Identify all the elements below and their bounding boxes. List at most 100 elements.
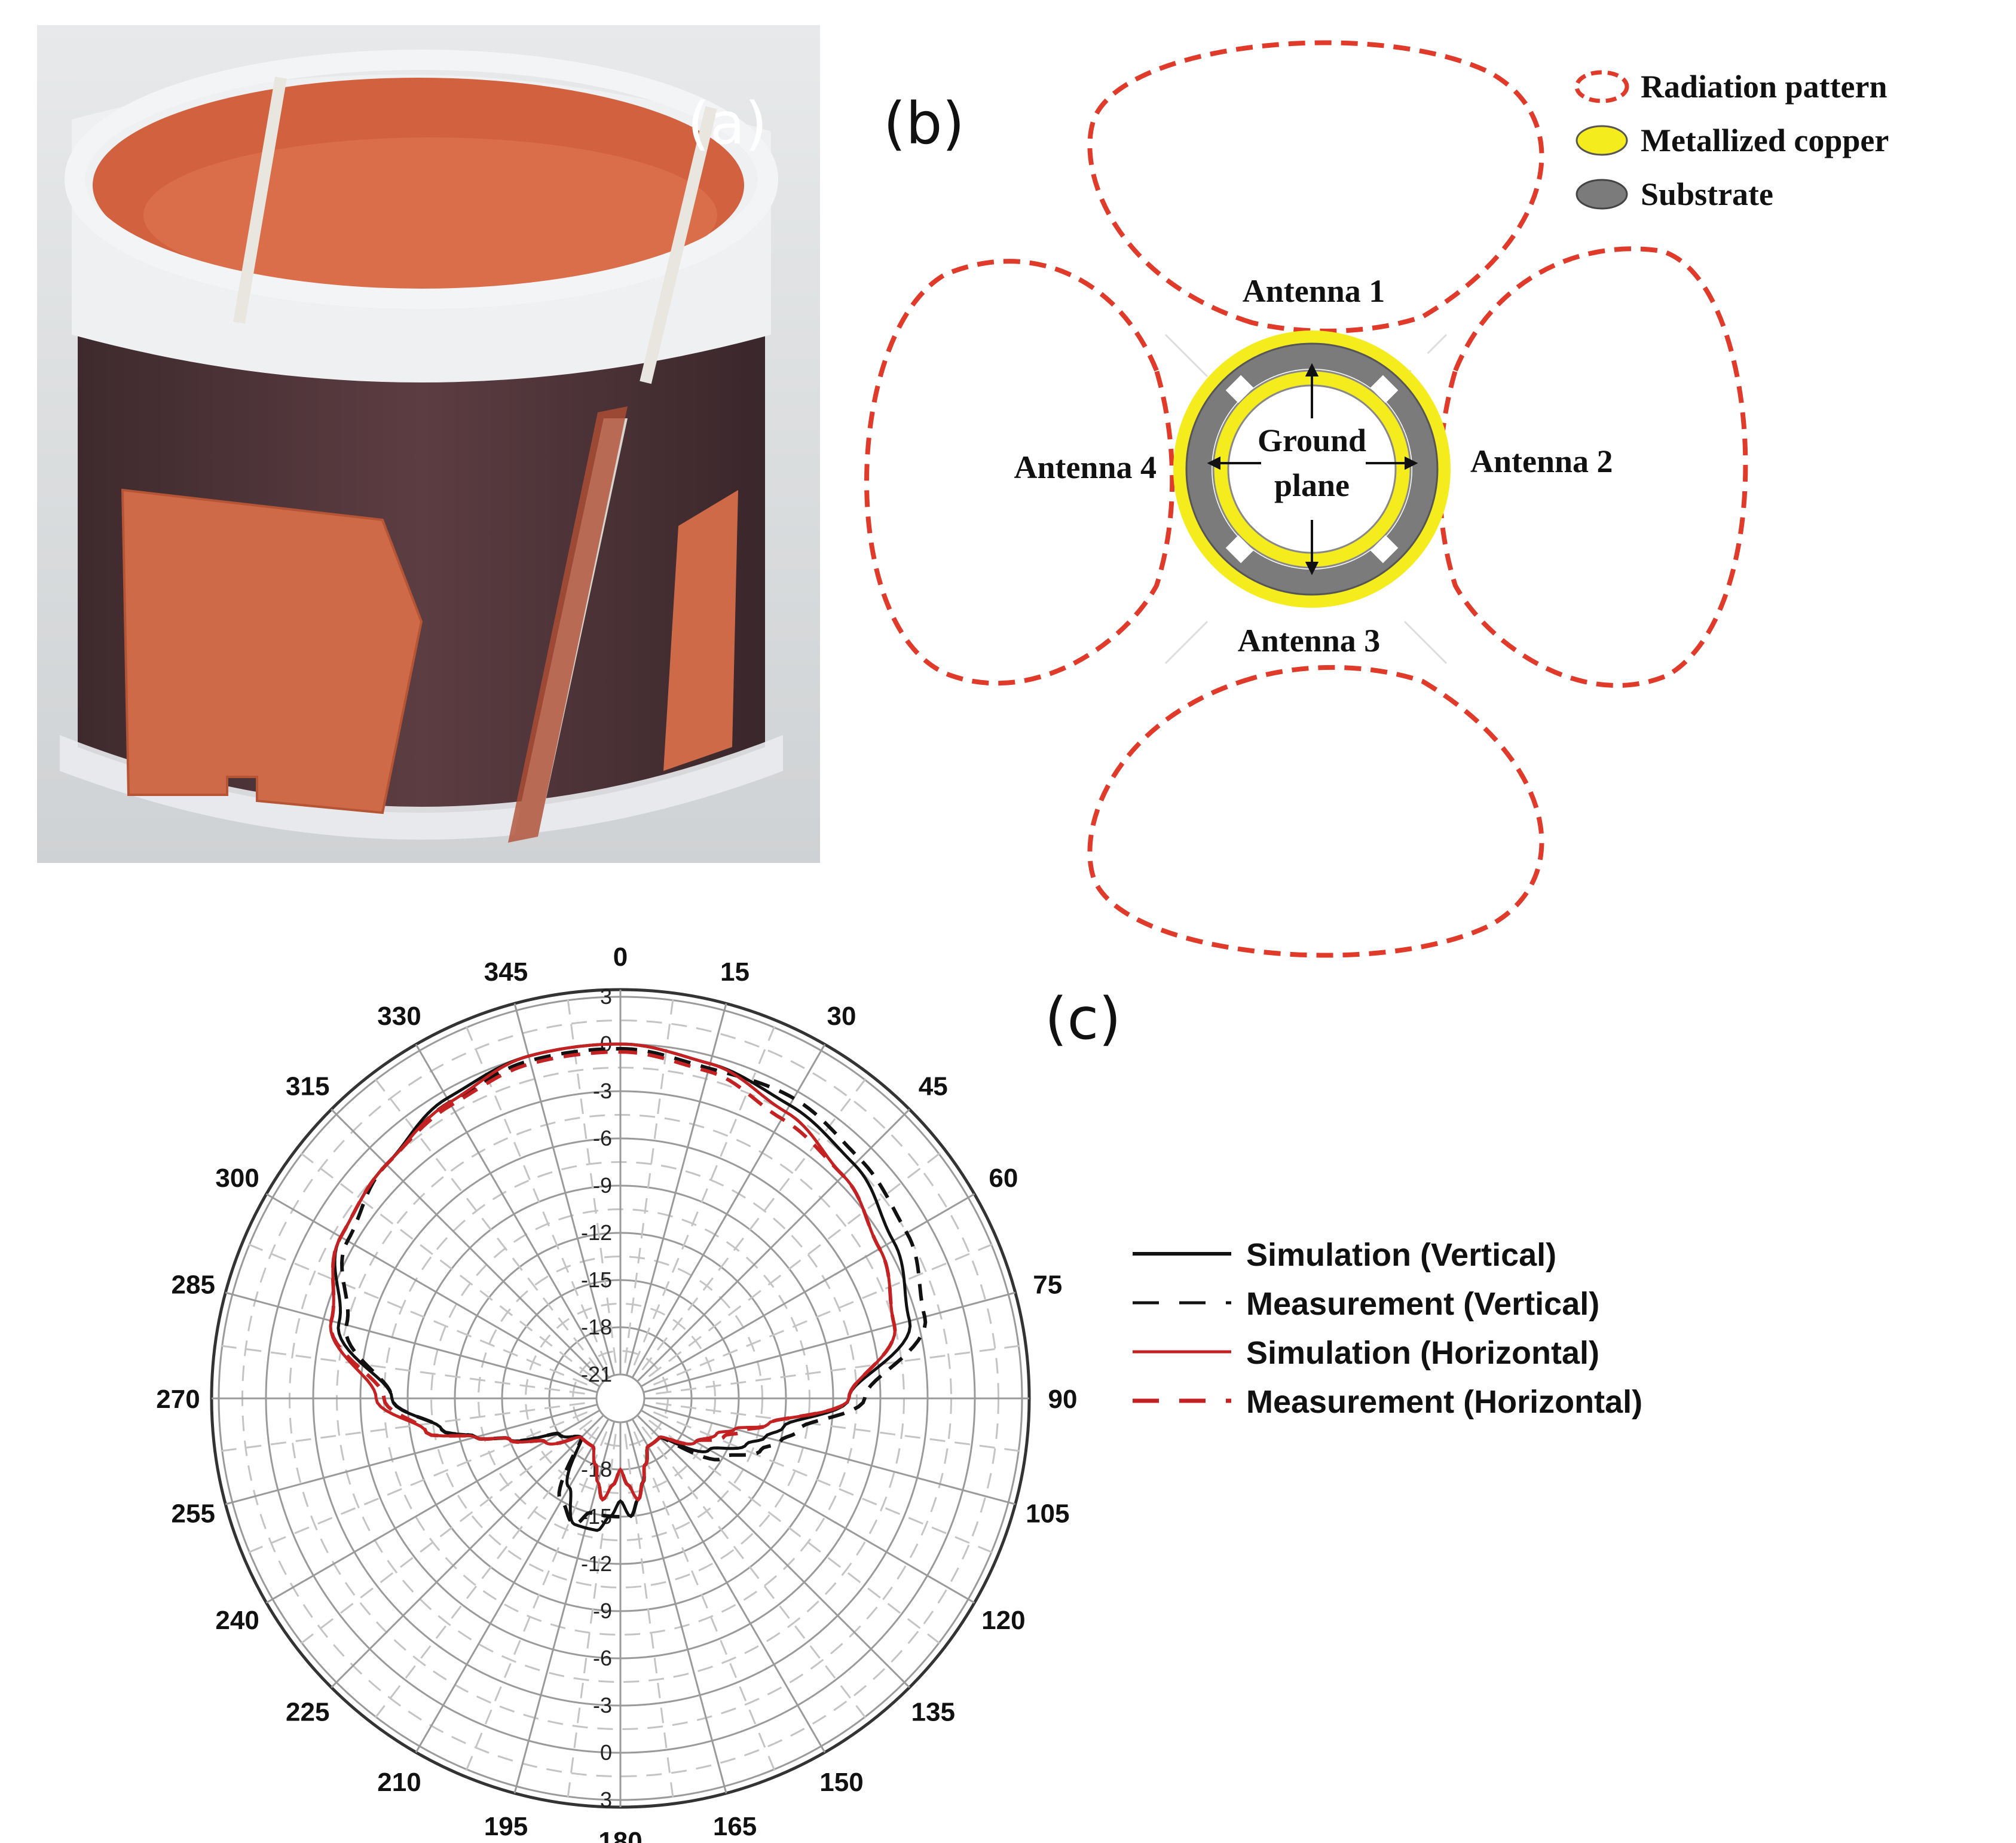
legend-label-radiation-pattern: Radiation pattern — [1641, 69, 1887, 105]
polar-grid-minor-spoke — [641, 1426, 870, 1723]
polar-grid-spoke — [415, 1043, 610, 1379]
radial-tick-label: -6 — [593, 1646, 612, 1670]
polar-grid-spoke — [331, 1415, 604, 1688]
radial-tick-label: 3 — [600, 1787, 612, 1812]
polar-grid-minor-spoke — [648, 1419, 946, 1648]
radial-tick-label: -3 — [593, 1693, 612, 1718]
polar-grid-spoke — [225, 1403, 598, 1505]
angle-tick-label: 225 — [286, 1697, 329, 1726]
series-simulation-vertical — [333, 1042, 912, 1532]
diagram-legend: Radiation pattern Metallized copper Subs… — [1574, 69, 1889, 212]
angle-tick-label: 15 — [720, 957, 750, 987]
polar-grid-spoke — [265, 1193, 601, 1388]
polar-grid-minor-spoke — [463, 1431, 608, 1777]
legend-label-simulation-vertical: Simulation (Vertical) — [1246, 1237, 1556, 1273]
polar-grid-minor-spoke — [371, 1073, 599, 1371]
polar-grid-spoke — [625, 1003, 727, 1376]
polar-grid-minor-spoke — [653, 1241, 999, 1386]
outer-patch-gaps — [1193, 344, 1431, 595]
inner-ring-gaps — [1225, 375, 1399, 564]
radial-tick-label: -12 — [581, 1220, 612, 1245]
panel-label-b: (b) — [883, 90, 965, 157]
polar-grid-minor-spoke — [624, 993, 675, 1363]
radial-tick-label: -3 — [593, 1079, 612, 1103]
polar-grid-spoke — [331, 1109, 604, 1382]
angle-tick-label: 75 — [1033, 1270, 1062, 1299]
polar-grid-minor-spoke — [215, 1402, 585, 1453]
legend-swatch-metallized-copper — [1576, 125, 1628, 156]
polar-grid-minor-spoke — [371, 1426, 599, 1723]
legend-label-metallized-copper: Metallized copper — [1641, 123, 1889, 158]
angle-tick-label: 45 — [919, 1072, 948, 1101]
angle-tick-label: 210 — [377, 1768, 421, 1797]
antenna-1-label: Antenna 1 — [1243, 273, 1385, 309]
polar-grid-minor-spoke — [641, 1073, 870, 1371]
angle-tick-label: 270 — [156, 1385, 200, 1414]
polar-grid-spoke — [640, 1193, 975, 1388]
panel-label-c: (c) — [1045, 985, 1121, 1052]
radial-tick-label: -6 — [593, 1126, 612, 1150]
panel-a-photo: (a) — [37, 25, 820, 863]
legend-swatch-substrate — [1576, 179, 1628, 210]
radial-tick-label: 3 — [600, 984, 612, 1009]
antenna-3-label: Antenna 3 — [1238, 623, 1381, 659]
radial-tick-label: -9 — [593, 1173, 612, 1198]
angle-tick-label: 150 — [819, 1768, 863, 1797]
legend-label-measurement-horizontal: Measurement (Horizontal) — [1246, 1384, 1642, 1420]
polar-grid-spoke — [643, 1291, 1016, 1394]
feed-line-strip — [508, 406, 628, 843]
radial-tick-label: -9 — [593, 1599, 612, 1623]
polar-series — [329, 1042, 928, 1532]
panel-b-diagram: (b) — [864, 40, 1889, 958]
angle-tick-label: 180 — [598, 1827, 642, 1843]
angle-tick-label: 240 — [215, 1606, 259, 1635]
polar-grid-spoke — [625, 1421, 727, 1794]
angle-tick-label: 135 — [911, 1697, 955, 1726]
polar-grid-minor-spoke — [656, 1402, 1026, 1453]
polar-grid-minor-spoke — [648, 1149, 946, 1377]
legend-label-simulation-horizontal: Simulation (Horizontal) — [1246, 1335, 1599, 1371]
patch-antenna-side — [663, 490, 738, 771]
angle-tick-label: 30 — [827, 1002, 856, 1031]
polar-grid-minor-spoke — [295, 1419, 593, 1648]
series-simulation-horizontal — [329, 1042, 897, 1502]
angle-tick-label: 60 — [989, 1164, 1018, 1193]
polar-grid — [210, 988, 1031, 1809]
polar-grid-minor-spoke — [633, 1020, 778, 1366]
legend-swatch-radiation-pattern — [1574, 70, 1629, 103]
panel-c-polar-chart: (c) 015304560759010512013515016518019521… — [156, 942, 1642, 1843]
chart-legend: Simulation (Vertical) Measurement (Verti… — [1133, 1237, 1642, 1420]
polar-grid-spoke — [643, 1403, 1016, 1505]
legend-label-substrate: Substrate — [1641, 176, 1773, 212]
radiation-lobe-antenna-3 — [1087, 665, 1544, 958]
polar-grid-minor-spoke — [242, 1241, 588, 1386]
polar-grid-minor-spoke — [295, 1149, 593, 1377]
diagram-guide-lines — [1164, 333, 1448, 665]
ground-plane-arrows — [1207, 363, 1418, 575]
polar-grid-spoke — [637, 1109, 910, 1382]
angle-tick-label: 345 — [484, 957, 528, 987]
antenna-4-label: Antenna 4 — [1014, 449, 1157, 485]
support-rod-2 — [640, 106, 717, 384]
angle-tick-label: 285 — [172, 1270, 215, 1299]
polar-grid-spoke — [631, 1418, 826, 1753]
angle-tick-label: 105 — [1026, 1499, 1069, 1529]
cylinder-top-rim — [65, 50, 778, 309]
angle-tick-label: 255 — [172, 1499, 215, 1529]
polar-grid-spoke — [631, 1043, 826, 1379]
radiation-lobe-antenna-4 — [864, 259, 1175, 686]
support-rod-1 — [233, 76, 287, 324]
radial-tick-label: -18 — [581, 1315, 612, 1339]
radial-tick-label: 0 — [600, 1740, 612, 1765]
radiation-lobes — [864, 40, 1748, 958]
angle-tick-label: 315 — [286, 1072, 329, 1101]
legend-label-measurement-vertical: Measurement (Vertical) — [1246, 1286, 1599, 1322]
radial-tick-label: -12 — [581, 1551, 612, 1576]
radial-tick-label: -15 — [581, 1268, 612, 1292]
polar-grid-minor-spoke — [653, 1411, 999, 1556]
series-measurement-horizontal — [329, 1050, 897, 1502]
inner-copper-highlight — [143, 137, 717, 293]
radial-tick-label: -21 — [581, 1362, 612, 1386]
ground-plane-label-line2: plane — [1274, 467, 1350, 503]
